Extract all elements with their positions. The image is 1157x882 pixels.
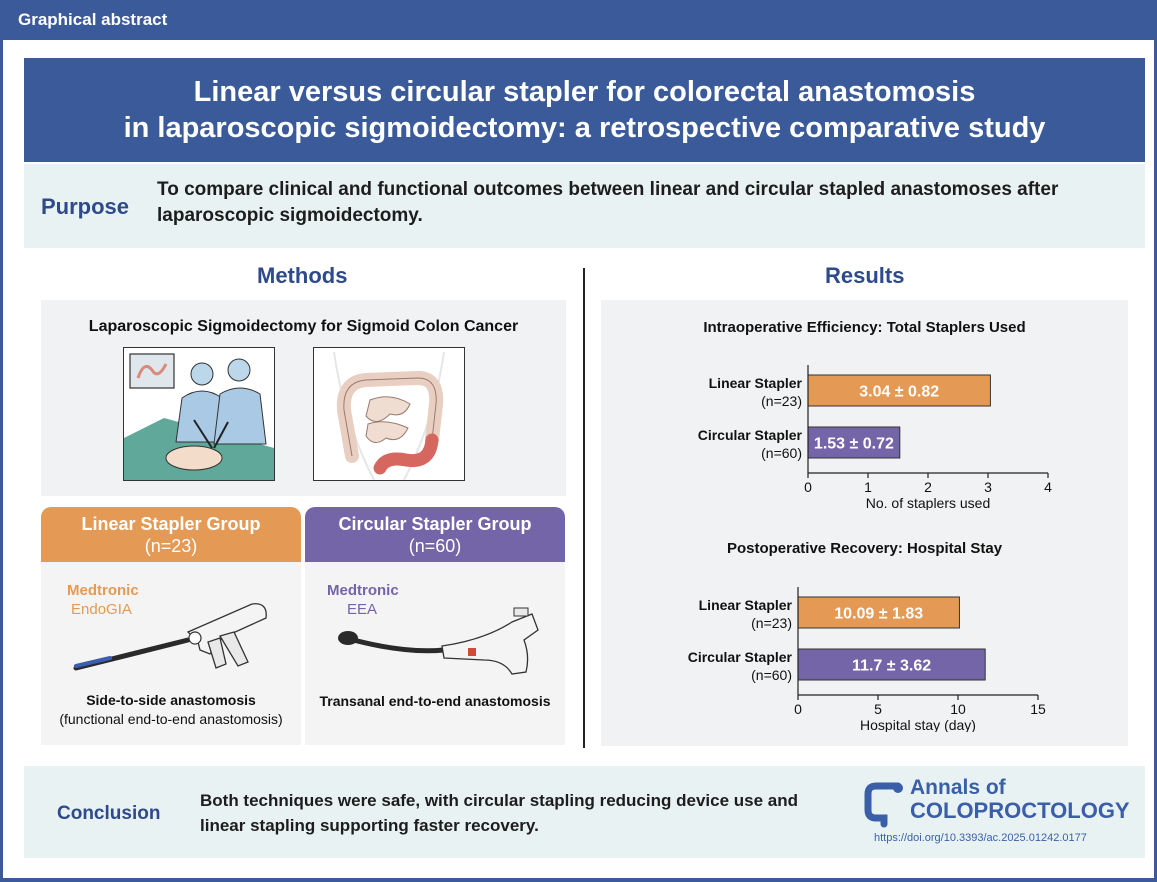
linear-group-n: (n=23) <box>144 535 198 556</box>
linear-group-title: Linear Stapler Group <box>81 513 261 534</box>
x-tick-label: 1 <box>864 479 872 495</box>
category-sublabel: (n=60) <box>751 667 792 683</box>
graphical-abstract-label: Graphical abstract <box>18 10 168 29</box>
circular-group-n: (n=60) <box>408 535 462 556</box>
x-tick-label: 2 <box>924 479 932 495</box>
circular-group-header: Circular Stapler Group (n=60) <box>305 507 565 562</box>
conclusion-text: Both techniques were safe, with circular… <box>200 791 798 835</box>
conclusion-label: Conclusion <box>57 803 161 824</box>
x-axis-label: No. of staplers used <box>866 495 991 510</box>
journal-name-line-1: Annals of <box>910 776 1006 799</box>
category-sublabel: (n=60) <box>761 445 802 461</box>
bar-value-label: 1.53 ± 0.72 <box>814 436 894 453</box>
linear-group-header: Linear Stapler Group (n=23) <box>41 507 301 562</box>
top-banner <box>0 0 1157 40</box>
bar-linear <box>807 374 991 407</box>
linear-group-card <box>41 562 301 745</box>
title-line-2: in laparoscopic sigmoidectomy: a retrosp… <box>123 112 1046 144</box>
frame-left-border <box>0 40 3 882</box>
category-sublabel: (n=23) <box>751 615 792 631</box>
title-box: Linear versus circular stapler for color… <box>24 58 1145 162</box>
bar-value-label: 11.7 ± 3.62 <box>852 658 931 675</box>
title-line-1: Linear versus circular stapler for color… <box>193 76 976 108</box>
bar-circular <box>807 426 901 459</box>
circular-stapler-icon <box>338 607 539 675</box>
bar-value-label: 10.09 ± 1.83 <box>834 606 923 623</box>
category-label: Linear Stapler <box>709 375 803 391</box>
methods-heading: Methods <box>257 263 348 288</box>
journal-logo-icon <box>864 782 903 828</box>
category-label: Circular Stapler <box>688 649 793 665</box>
chart2-title: Postoperative Recovery: Hospital Stay <box>726 540 1003 557</box>
circular-brand: Medtronic <box>327 582 399 599</box>
x-tick-label: 3 <box>984 479 992 495</box>
methods-subheading: Laparoscopic Sigmoidectomy for Sigmoid C… <box>88 318 519 335</box>
linear-model: EndoGIA <box>71 601 132 618</box>
linear-caption-1: Side-to-side anastomosis <box>86 692 256 708</box>
bar-circular <box>797 648 986 681</box>
circular-model: EEA <box>347 601 378 618</box>
category-label: Circular Stapler <box>698 427 803 443</box>
journal-doi-link[interactable]: https://doi.org/10.3393/ac.2025.01242.01… <box>874 832 1087 844</box>
linear-stapler-icon <box>73 603 267 671</box>
hospital-stay-chart: 10.09 ± 1.83 Linear Stapler (n=23) 11.7 ± 3… <box>688 587 1046 732</box>
journal-name-line-2: COLOPROCTOLOGY <box>910 798 1130 823</box>
colon-illustration <box>313 347 465 481</box>
x-tick-label: 0 <box>794 701 802 717</box>
purpose-box <box>24 164 1145 248</box>
circular-group-title: Circular Stapler Group <box>338 513 532 534</box>
circular-caption-1: Transanal end-to-end anastomosis <box>319 693 551 709</box>
x-tick-label: 0 <box>804 479 812 495</box>
x-tick-label: 5 <box>874 701 882 717</box>
frame-bottom-border <box>0 878 1157 882</box>
x-axis-label: Hospital stay (day) <box>860 717 976 732</box>
staplers-used-chart: 3.04 ± 0.82 Linear Stapler (n=23) 1.53 ± 0.… <box>698 365 1052 510</box>
bar-linear <box>797 596 960 629</box>
category-sublabel: (n=23) <box>761 393 802 409</box>
methods-results-divider <box>583 268 585 748</box>
purpose-label: Purpose <box>41 194 130 219</box>
frame-right-border <box>1154 40 1157 882</box>
conclusion-box <box>24 766 1145 858</box>
category-label: Linear Stapler <box>699 597 793 613</box>
x-tick-label: 10 <box>950 701 966 717</box>
colon-anatomy-icon <box>314 348 464 481</box>
bar-value-label: 3.04 ± 0.82 <box>859 384 939 401</box>
linear-brand: Medtronic <box>67 582 139 599</box>
x-tick-label: 4 <box>1044 479 1052 495</box>
surgeons-operating-icon <box>124 348 274 480</box>
purpose-text: To compare clinical and functional outco… <box>157 179 1059 226</box>
results-heading: Results <box>825 263 905 288</box>
x-tick-label: 15 <box>1030 701 1046 717</box>
linear-caption-2: (functional end-to-end anastomosis) <box>59 711 283 727</box>
surgery-illustration <box>123 347 275 481</box>
chart1-title: Intraoperative Efficiency: Total Stapler… <box>703 319 1026 336</box>
